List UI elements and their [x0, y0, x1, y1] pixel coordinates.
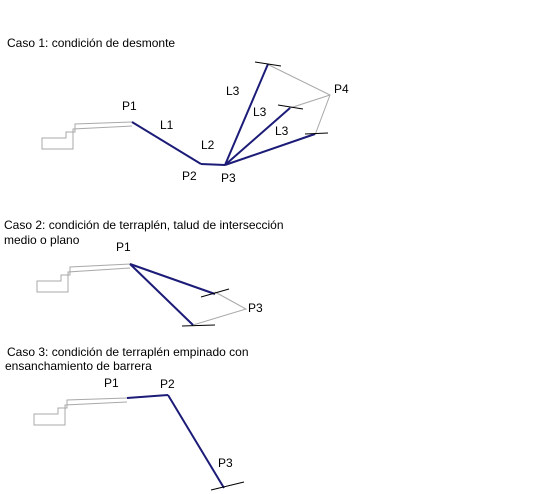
case2-road-profile	[36, 263, 131, 293]
case3-road-profile	[33, 397, 128, 426]
case1-construction-lines	[266, 63, 331, 136]
case1-title: Caso 1: condición de desmonte	[7, 36, 175, 50]
case2-tick-lower	[181, 324, 216, 327]
case1-label-l1: L1	[160, 118, 174, 132]
case3-title-line1: Caso 3: condición de terraplén empinado …	[7, 345, 249, 359]
case1-label-l3-mid: L3	[253, 105, 267, 119]
case2-label-p3: P3	[248, 301, 263, 315]
case1-tick-bot	[304, 132, 329, 135]
case3-tick	[210, 481, 245, 491]
case1-label-p2: P2	[182, 169, 197, 183]
case1-segment-l1	[131, 121, 202, 165]
case3-label-p1: P1	[104, 376, 119, 390]
case1-segment-l3-mid	[224, 107, 291, 166]
case1-segment-l2	[200, 163, 226, 166]
case1-road-profile	[41, 121, 133, 150]
case2-group: Caso 2: condición de terraplén, talud de…	[4, 218, 284, 327]
case2-segment-lower	[129, 263, 194, 326]
case3-title-line2: ensanchamiento de barrera	[5, 359, 152, 373]
case3-segment-p2-p3	[167, 394, 225, 489]
case2-tick-upper	[200, 288, 230, 298]
case1-segment-l3-top	[224, 63, 269, 166]
case1-label-l2: L2	[201, 138, 215, 152]
case3-group: Caso 3: condición de terraplén empinado …	[5, 345, 249, 491]
case2-segment-upper	[129, 263, 216, 295]
case2-label-p1: P1	[116, 240, 131, 254]
case1-label-p3: P3	[221, 171, 236, 185]
case1-label-l3-bot: L3	[275, 124, 289, 138]
case2-construction-lines	[192, 291, 248, 326]
case1-label-l3-top: L3	[226, 84, 240, 98]
case3-segment-p1-p2	[126, 394, 169, 399]
case1-tick-mid	[277, 104, 304, 110]
case1-label-p1: P1	[122, 99, 137, 113]
case1-label-p4: P4	[334, 82, 349, 96]
case1-tick-top	[254, 61, 282, 67]
case3-label-p3: P3	[218, 456, 233, 470]
case2-title-line1: Caso 2: condición de terraplén, talud de…	[4, 218, 284, 232]
case2-title-line2: medio o plano	[4, 233, 80, 247]
case3-label-p2: P2	[160, 377, 175, 391]
case1-group: Caso 1: condición de desmonte P1 L1 L2 P…	[7, 36, 349, 185]
case1-segment-l3-bot	[224, 133, 316, 166]
